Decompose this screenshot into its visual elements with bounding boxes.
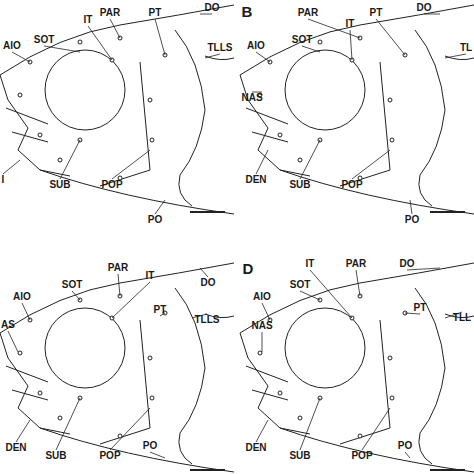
structure-label: AS (1, 320, 15, 330)
structure-label: SUB (289, 451, 310, 461)
leader-line (300, 291, 320, 300)
leader-line (308, 19, 360, 38)
leader-line (88, 26, 112, 60)
structure-label: AIO (247, 41, 265, 51)
structure-label: I (2, 175, 5, 185)
leader-line (362, 408, 390, 450)
leader-line (405, 452, 410, 458)
head-drawing (240, 5, 474, 214)
structure-label: POP (99, 451, 120, 461)
structure-label: IT (346, 19, 355, 29)
structure-label: IT (146, 271, 155, 281)
leader-line (12, 52, 30, 62)
structure-label: PT (154, 305, 167, 315)
structure-label: AIO (253, 292, 271, 302)
structure-label: POP (341, 180, 362, 190)
head-drawing (0, 263, 234, 472)
leader-line (376, 19, 405, 55)
structure-label: PAR (298, 8, 318, 18)
structure-label: PO (148, 215, 162, 225)
structure-label: PAR (346, 259, 366, 269)
structure-label: IT (306, 259, 315, 269)
leader-line (16, 420, 30, 442)
head-drawing (240, 263, 474, 472)
leader-line (118, 274, 120, 296)
structure-label: PO (405, 215, 419, 225)
leader-line (155, 19, 165, 55)
structure-label: AIO (3, 41, 21, 51)
leader-line (110, 19, 120, 38)
structure-label: DO (201, 278, 216, 288)
leader-line (200, 14, 212, 15)
leader-line (112, 282, 150, 318)
structure-label: SOT (292, 35, 313, 45)
leader-line (352, 150, 390, 179)
structure-label: NAS (251, 321, 272, 331)
structure-label: PAR (108, 263, 128, 273)
leader-line (56, 398, 80, 450)
structure-label: IT (84, 15, 93, 25)
structure-label: TLL (453, 313, 471, 323)
leader-line (256, 52, 270, 62)
leader-line (356, 270, 360, 296)
leader-line (200, 268, 208, 277)
leader-line (60, 140, 80, 179)
leader-line (150, 452, 165, 458)
structure-label: SUB (45, 451, 66, 461)
leader-line (44, 46, 80, 52)
leader-line (256, 420, 268, 442)
structure-label: PT (414, 303, 427, 313)
structure-label: PT (370, 8, 383, 18)
structure-label: POP (351, 451, 372, 461)
structure-label: POP (101, 180, 122, 190)
panel-letter: D (243, 261, 254, 276)
leader-line (405, 313, 420, 314)
leader-line (445, 54, 466, 58)
leader-line (3, 160, 20, 174)
structure-label: SOT (290, 280, 311, 290)
structure-label: DEN (245, 443, 266, 453)
leader-line (350, 30, 352, 60)
leader-line (410, 200, 412, 214)
structure-label: SOT (62, 280, 83, 290)
leader-line (302, 46, 320, 52)
structure-label: DO (400, 259, 415, 269)
structure-label: TLLS (195, 315, 220, 325)
leader-line (300, 140, 320, 179)
leader-line (262, 303, 270, 320)
leader-line (205, 54, 220, 58)
leader-line (112, 150, 150, 179)
structure-label: PAR (100, 8, 120, 18)
structure-label: DEN (5, 443, 26, 453)
leader-line (8, 331, 18, 352)
structure-label: DEN (245, 175, 266, 185)
structure-label: SUB (289, 180, 310, 190)
leader-line (256, 150, 268, 174)
leader-line (310, 270, 352, 318)
leader-line (155, 200, 165, 214)
leader-line (424, 14, 440, 15)
structure-label: PO (398, 441, 412, 451)
structure-label: TL (460, 43, 472, 53)
structure-label: SUB (49, 180, 70, 190)
structure-label: AIO (13, 292, 31, 302)
panel-letter: B (242, 4, 253, 19)
structure-label: PT (149, 8, 162, 18)
structure-label: TLLS (208, 43, 233, 53)
structure-label: SOT (34, 35, 55, 45)
leader-line (300, 398, 320, 450)
leader-line (72, 291, 80, 300)
head-drawing (0, 5, 234, 214)
structure-label: DO (417, 3, 432, 13)
structure-label: NAS (241, 93, 262, 103)
leader-line (262, 332, 263, 352)
leader-line (22, 303, 30, 320)
structure-label: PO (143, 441, 157, 451)
structure-label: DO (205, 3, 220, 13)
